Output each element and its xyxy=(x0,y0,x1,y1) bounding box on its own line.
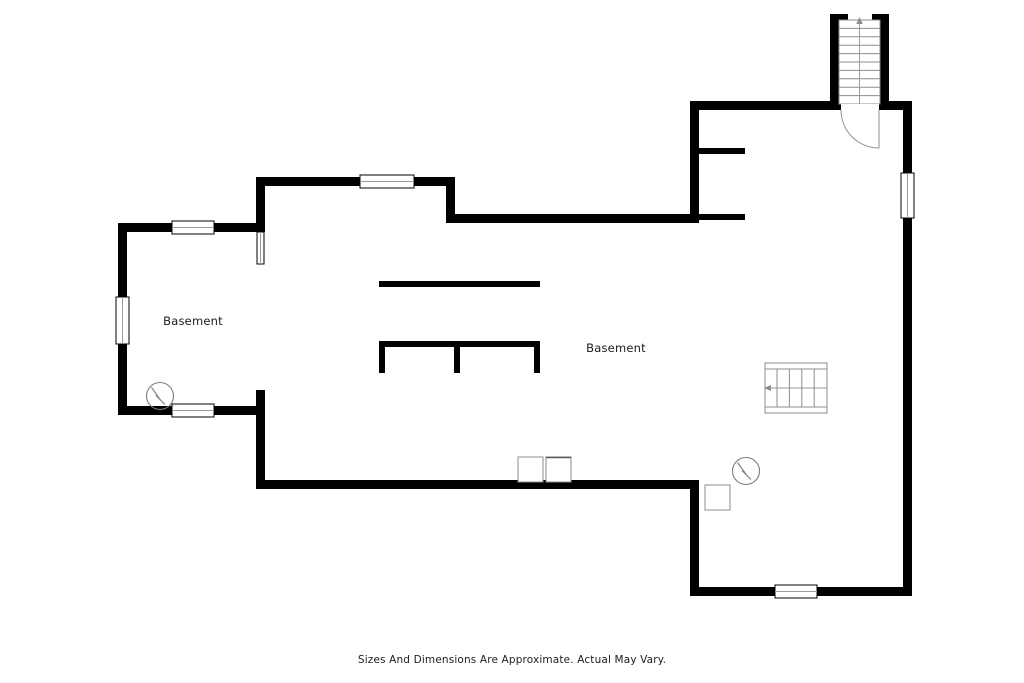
wall-stairwell-top-right-cap xyxy=(872,14,889,20)
wall-interior-stub-upper xyxy=(699,148,745,154)
window-bottom-right xyxy=(774,584,818,599)
window-left-bottom xyxy=(171,403,215,418)
wall-left-exterior-lower xyxy=(118,344,127,415)
stairs-direction-arrow-icon xyxy=(764,385,827,391)
stairs-up-arrow-icon xyxy=(856,17,863,104)
wall-lower-bay-left-vertical xyxy=(256,390,265,489)
wall-stairwell-right xyxy=(880,14,889,104)
electrical-panel-left-icon xyxy=(145,381,175,411)
room-label-basement-right: Basement xyxy=(586,341,646,355)
wall-upper-left-vertical xyxy=(690,101,699,221)
wall-mid-offset-vertical xyxy=(446,177,455,223)
utility-box-left xyxy=(517,456,544,483)
wall-right-exterior-upper xyxy=(903,101,912,173)
door-stairwell xyxy=(840,104,880,149)
stairs-top xyxy=(838,17,881,105)
beam-upper xyxy=(379,281,540,287)
wall-right-exterior-lower xyxy=(903,218,912,596)
partition-right-post xyxy=(534,341,540,373)
wall-interior-stub-lower xyxy=(699,214,745,220)
wall-mid-bay-left-vertical xyxy=(256,177,265,232)
wall-stairwell-top-left-cap xyxy=(830,14,848,20)
wall-bottom-middle xyxy=(256,480,699,489)
window-group xyxy=(115,172,915,599)
wall-stairwell-left xyxy=(830,14,839,104)
window-mid-bay-top xyxy=(359,174,415,189)
wall-mid-bay-top xyxy=(256,177,455,186)
partition-left-post xyxy=(379,341,385,373)
room-label-basement-left: Basement xyxy=(163,314,223,328)
utility-box-group xyxy=(517,456,731,511)
wall-left-exterior-upper xyxy=(118,223,127,297)
interior-partition-group xyxy=(379,281,540,373)
partition-middle-post xyxy=(454,341,460,373)
window-interior-jamb xyxy=(256,231,265,265)
utility-box-floor xyxy=(704,484,731,511)
window-left-top xyxy=(171,220,215,235)
utility-box-right xyxy=(545,456,572,483)
wall-mid-top-right-run xyxy=(446,214,699,223)
wall-upper-top xyxy=(690,101,912,110)
wall-group xyxy=(118,14,912,596)
window-left-exterior xyxy=(115,296,130,345)
stairs-right-room xyxy=(764,362,828,414)
footer-disclaimer: Sizes And Dimensions Are Approximate. Ac… xyxy=(358,654,666,666)
electrical-panel-right-icon xyxy=(731,456,761,486)
wall-lower-right-vertical xyxy=(690,480,699,596)
window-right-exterior xyxy=(900,172,915,219)
